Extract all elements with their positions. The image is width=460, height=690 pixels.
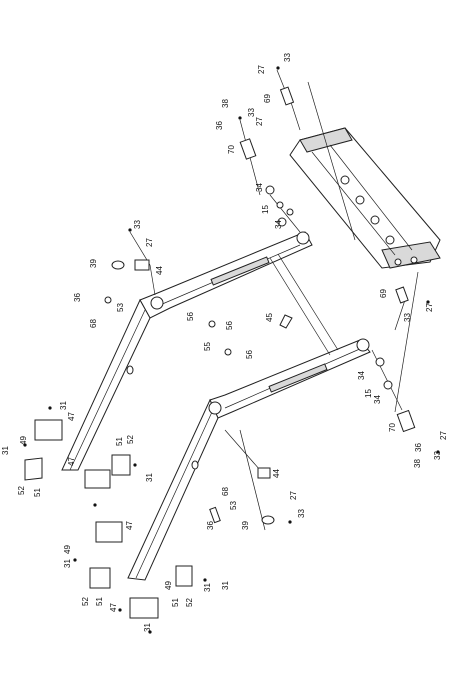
callout-c57: 51 [95,597,104,606]
callout-c29: 34 [373,395,382,404]
callout-c62: 31 [143,623,152,632]
callout-c4: 38 [221,99,230,108]
callout-c35: 31 [1,446,10,455]
callout-c63: 31 [203,583,212,592]
callout-c23: 33 [403,313,412,322]
callout-c2: 27 [257,65,266,74]
callout-c58: 47 [109,603,118,612]
callout-c45: 44 [272,469,281,478]
right-lift-arm [61,231,313,471]
callout-c6: 36 [215,121,224,130]
callout-c33: 33 [433,451,442,460]
upper-cross-member [289,127,441,269]
callout-c17: 53 [116,303,125,312]
callout-c9: 34 [255,183,264,192]
callout-c40: 51 [33,488,42,497]
callout-c51: 39 [241,521,250,530]
callout-c26: 56 [245,350,254,359]
callout-c34: 38 [413,459,422,468]
callout-c8: 70 [227,145,236,154]
callout-c3: 69 [263,94,272,103]
callout-c54: 31 [63,559,72,568]
callout-c55: 31 [221,581,230,590]
callout-c61: 49 [164,581,173,590]
callout-c1: 33 [283,53,292,62]
callout-c14: 39 [89,259,98,268]
leader-lines [129,69,419,531]
pins-bolts [104,86,416,525]
callout-c19: 56 [186,312,195,321]
callout-c7: 27 [255,117,264,126]
callout-c28: 15 [364,389,373,398]
callout-c60: 52 [185,598,194,607]
callout-c16: 36 [73,293,82,302]
callout-c37: 31 [59,401,68,410]
callout-c11: 34 [274,220,283,229]
callout-c50: 36 [206,521,215,530]
callout-c12: 33 [133,220,142,229]
callout-c49: 33 [297,509,306,518]
callout-c42: 52 [126,435,135,444]
callout-c59: 51 [171,598,180,607]
callout-c18: 68 [89,319,98,328]
callout-c27: 34 [357,371,366,380]
callout-c30: 70 [388,423,397,432]
callout-c36: 47 [67,412,76,421]
callout-c48: 53 [229,501,238,510]
callout-c20: 56 [225,321,234,330]
callout-c56: 52 [81,597,90,606]
callout-c10: 15 [261,205,270,214]
callout-c25: 55 [203,342,212,351]
callout-c22: 69 [379,289,388,298]
callout-c41: 51 [115,437,124,446]
callout-c13: 27 [145,238,154,247]
callout-c47: 68 [221,487,230,496]
callout-c43: 47 [67,457,76,466]
callout-c44: 31 [145,473,154,482]
callout-c39: 52 [17,486,26,495]
callout-c46: 27 [289,491,298,500]
left-lift-arm [127,338,371,581]
callout-c31: 27 [439,431,448,440]
callout-c32: 36 [414,443,423,452]
bolt-dots [23,66,440,634]
callout-c38: 49 [19,436,28,445]
callout-c15: 44 [155,266,164,275]
mounting-plates [24,419,193,619]
callout-c21: 45 [265,313,274,322]
callout-c24: 27 [425,303,434,312]
cross-tube [269,253,339,356]
callout-c5: 33 [247,108,256,117]
callout-c53: 49 [63,545,72,554]
callout-c52: 47 [125,521,134,530]
